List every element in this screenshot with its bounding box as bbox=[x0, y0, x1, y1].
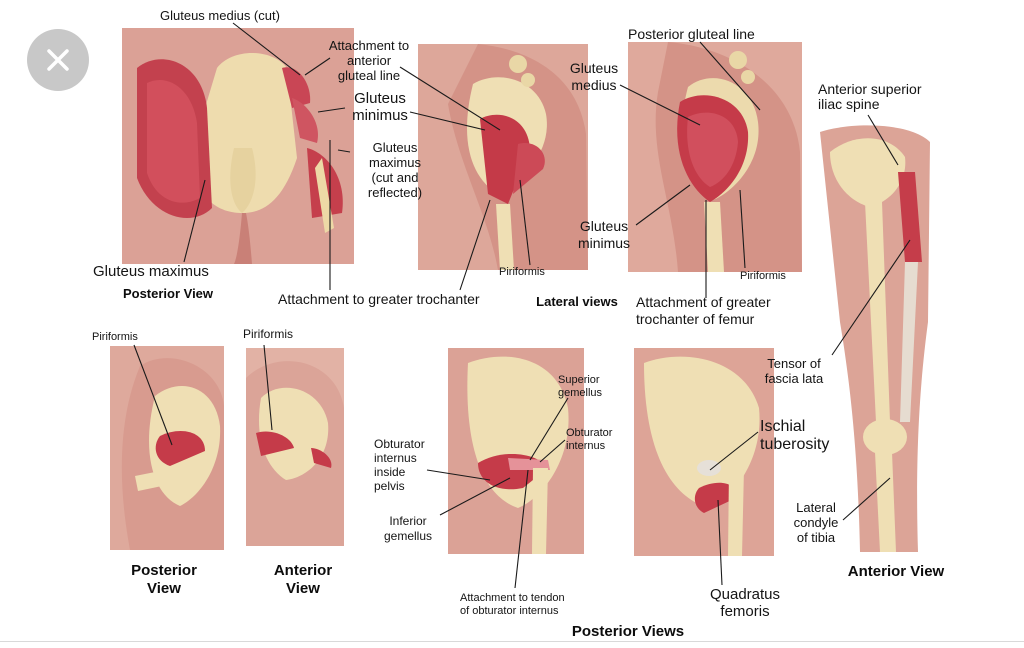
illustration-anterior-piriformis bbox=[246, 348, 344, 546]
illustration-lateral-hip-2 bbox=[628, 42, 802, 272]
label-attachment-tendon-obturator: Attachment to tendon of obturator intern… bbox=[460, 592, 565, 618]
label-posterior-gluteal-line: Posterior gluteal line bbox=[628, 26, 755, 43]
label-inferior-gemellus: Inferior gemellus bbox=[374, 514, 442, 544]
label-ischial-tuberosity: Ischial tuberosity bbox=[760, 418, 829, 454]
label-attachment-greater-trochanter: Attachment to greater trochanter bbox=[278, 291, 480, 308]
close-button[interactable] bbox=[27, 29, 89, 91]
label-piriformis-posterior: Piriformis bbox=[92, 331, 138, 344]
label-gluteus-maximus-cut: Gluteus maximus (cut and reflected) bbox=[355, 140, 435, 200]
label-gluteus-minimus-top: Gluteus minimus bbox=[345, 90, 415, 124]
label-gluteus-medius: Gluteus medius bbox=[555, 60, 633, 94]
label-piriformis-lateral-2: Piriformis bbox=[740, 270, 786, 283]
label-gluteus-minimus-lateral: Gluteus minimus bbox=[565, 218, 643, 252]
caption-posterior-views: Posterior Views bbox=[548, 623, 708, 641]
label-piriformis-lateral: Piriformis bbox=[499, 266, 545, 279]
label-tensor-fascia-lata: Tensor of fascia lata bbox=[756, 356, 832, 386]
illustration-quadratus-femoris bbox=[634, 348, 774, 556]
illustration-anterior-leg bbox=[820, 122, 934, 552]
label-obturator-internus-inside-pelvis: Obturator internus inside pelvis bbox=[374, 437, 425, 493]
label-piriformis-anterior: Piriformis bbox=[243, 328, 293, 341]
label-obturator-internus: Obturator internus bbox=[566, 427, 612, 453]
caption-lateral-views: Lateral views bbox=[528, 293, 626, 311]
caption-posterior-view-top: Posterior View bbox=[116, 285, 220, 303]
label-quadratus-femoris: Quadratus femoris bbox=[700, 586, 790, 620]
label-lateral-condyle-tibia: Lateral condyle of tibia bbox=[780, 500, 852, 545]
caption-anterior-view-right: Anterior View bbox=[828, 563, 964, 581]
label-attachment-anterior-gluteal-line: Attachment to anterior gluteal line bbox=[318, 38, 420, 83]
illustration-posterior-piriformis bbox=[110, 346, 224, 550]
label-attachment-greater-trochanter-femur: Attachment of greater trochanter of femu… bbox=[636, 294, 771, 328]
label-superior-gemellus: Superior gemellus bbox=[558, 374, 602, 400]
bottom-divider bbox=[0, 641, 1024, 642]
label-gluteus-maximus: Gluteus maximus bbox=[93, 263, 209, 280]
close-icon bbox=[43, 45, 73, 75]
label-gluteus-medius-cut: Gluteus medius (cut) bbox=[160, 8, 280, 23]
caption-posterior-view-bottom: Posterior View bbox=[116, 562, 212, 598]
label-anterior-superior-iliac-spine: Anterior superior iliac spine bbox=[818, 82, 922, 112]
caption-anterior-view-bottom: Anterior View bbox=[258, 562, 348, 598]
